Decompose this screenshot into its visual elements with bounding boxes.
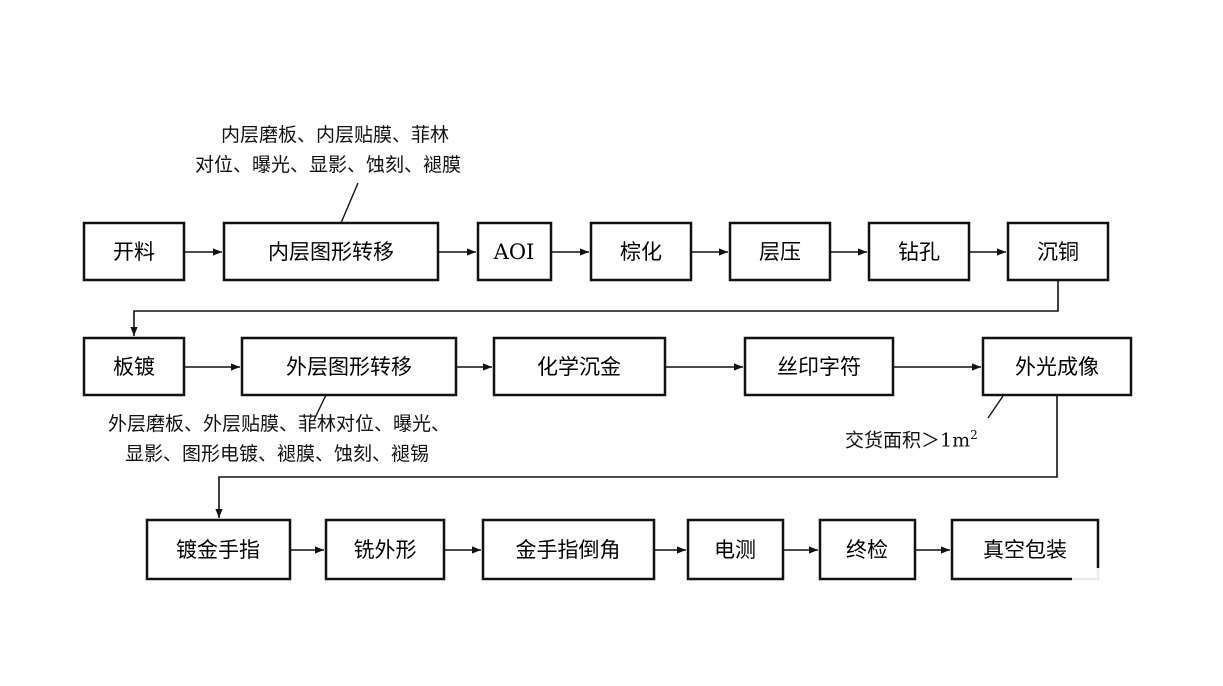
watermark-mask: [1072, 568, 1124, 594]
inner-layer-note-line: 对位、曝光、显影、蚀刻、褪膜: [195, 154, 462, 176]
step-xi-waixing: 铣外形: [324, 518, 446, 581]
step-label: 棕化: [620, 240, 662, 264]
step-label: 电测: [714, 538, 756, 562]
step-label: 沉铜: [1037, 240, 1079, 264]
leader-line-area: [987, 395, 1004, 419]
step-dian-ce: 电测: [686, 518, 785, 581]
outer-layer-note: 外层磨板、外层贴膜、菲林对位、曝光、 显影、图形电镀、褪膜、蚀刻、褪锡: [108, 409, 450, 469]
step-label: 内层图形转移: [268, 240, 394, 264]
area-note: 交货面积＞1m2: [845, 420, 978, 455]
step-label: 终检: [846, 538, 888, 562]
step-waiguang: 外光成像: [981, 336, 1133, 397]
step-zonghua: 棕化: [589, 221, 693, 282]
outer-layer-note-line: 显影、图形电镀、褪膜、蚀刻、褪锡: [125, 443, 430, 465]
step-dujin-shouzhi: 镀金手指: [145, 518, 292, 581]
area-note-superscript: 2: [970, 428, 978, 442]
connector-chentong-to-bandu: [130, 281, 1059, 336]
step-label: 钻孔: [898, 240, 940, 264]
leader-line-outer-layer: [313, 394, 327, 421]
step-wai-tuxing: 外层图形转移: [240, 336, 458, 397]
step-label: AOI: [493, 240, 535, 264]
step-nei-tuxing: 内层图形转移: [222, 221, 440, 282]
step-label: 层压: [759, 240, 801, 264]
outer-layer-note-line: 外层磨板、外层贴膜、菲林对位、曝光、: [108, 413, 451, 435]
area-note-text: 交货面积＞1m: [845, 429, 971, 452]
step-label: 外层图形转移: [286, 355, 412, 379]
step-label: 板镀: [113, 355, 155, 379]
step-aoi: AOI: [476, 221, 553, 282]
step-label: 开料: [113, 240, 155, 264]
step-huaxue-chenjin: 化学沉金: [492, 336, 667, 397]
step-label: 真空包装: [983, 538, 1067, 562]
step-label: 外光成像: [1015, 355, 1099, 379]
step-jinshouzhi-daojiao: 金手指倒角: [481, 518, 656, 581]
step-label: 镀金手指: [176, 538, 260, 562]
step-zuankong: 钻孔: [867, 221, 971, 282]
connector-waiguang-to-dujin-shouzhi: [215, 396, 1058, 518]
step-siyin: 丝印字符: [743, 336, 895, 397]
step-chentong: 沉铜: [1006, 221, 1110, 282]
step-zhongjian: 终检: [818, 518, 917, 581]
step-bandu: 板镀: [82, 336, 186, 397]
inner-layer-note-line: 内层磨板、内层贴膜、菲林: [221, 124, 450, 146]
step-label: 化学沉金: [537, 355, 621, 379]
inner-layer-note: 内层磨板、内层贴膜、菲林 对位、曝光、显影、蚀刻、褪膜: [195, 120, 461, 180]
step-cengya: 层压: [728, 221, 832, 282]
step-label: 铣外形: [354, 538, 417, 562]
step-kailiao: 开料: [82, 221, 186, 282]
step-label: 丝印字符: [777, 355, 861, 379]
step-label: 金手指倒角: [516, 538, 621, 562]
leader-line-inner-layer: [340, 182, 359, 224]
